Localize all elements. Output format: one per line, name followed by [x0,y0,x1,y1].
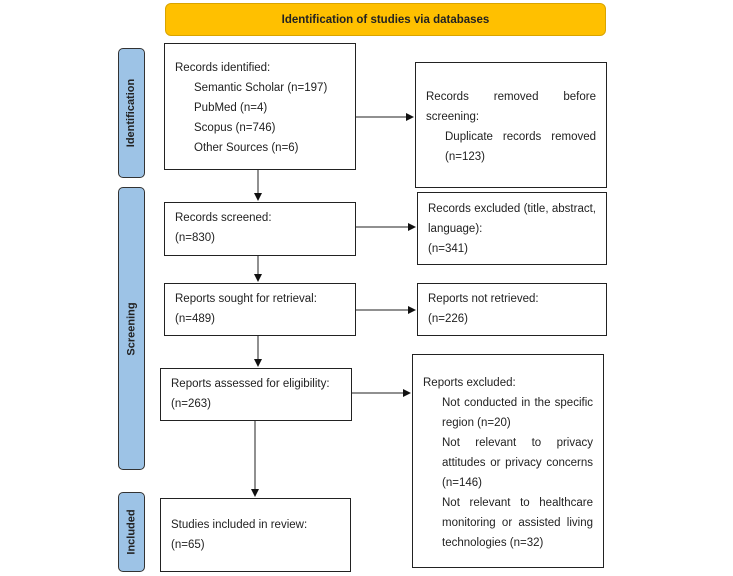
box-heading: Reports excluded: [423,377,516,389]
box-heading: Records identified: [175,62,271,74]
box-count: (n=226) [428,313,468,325]
source-item: Scopus (n=746) [194,122,276,134]
phase-label: Identification [125,78,138,148]
records-removed-box: Records removed before screening: Duplic… [415,62,607,188]
removed-item: Duplicate records removed (n=123) [445,131,596,163]
box-count: (n=830) [175,232,215,244]
phase-label: Included [125,509,138,555]
reports-assessed-box: Reports assessed for eligibility: (n=263… [160,368,352,421]
box-count: (n=489) [175,313,215,325]
records-identified-box: Records identified: Semantic Scholar (n=… [164,43,356,170]
reports-sought-box: Reports sought for retrieval: (n=489) [164,283,356,336]
box-heading: Studies included in review: [171,519,308,531]
box-heading: Reports sought for retrieval: [175,293,317,305]
header-title: Identification of studies via databases [165,3,606,36]
source-item: Other Sources (n=6) [194,142,299,154]
phase-included: Included [118,492,145,572]
reports-excluded-box: Reports excluded: Not conducted in the s… [412,354,604,568]
box-heading: Records screened: [175,212,272,224]
exclusion-reason: Not conducted in the specific region (n=… [442,397,593,429]
source-item: Semantic Scholar (n=197) [194,82,328,94]
phase-label: Screening [125,301,138,356]
studies-included-box: Studies included in review: (n=65) [160,498,351,572]
box-heading: Records excluded (title, abstract, langu… [428,203,596,235]
box-count: (n=341) [428,243,468,255]
reports-not-retrieved-box: Reports not retrieved: (n=226) [417,283,607,336]
phase-screening: Screening [118,187,145,470]
box-heading: Reports not retrieved: [428,293,539,305]
source-item: PubMed (n=4) [194,102,268,114]
box-count: (n=263) [171,398,211,410]
box-heading: Records removed before screening: [426,91,596,123]
box-count: (n=65) [171,539,205,551]
box-heading: Reports assessed for eligibility: [171,378,330,390]
phase-identification: Identification [118,48,145,178]
records-excluded-box: Records excluded (title, abstract, langu… [417,192,607,265]
records-screened-box: Records screened: (n=830) [164,202,356,256]
exclusion-reason: Not relevant to privacy attitudes or pri… [442,437,593,489]
exclusion-reason: Not relevant to healthcare monitoring or… [442,497,593,549]
